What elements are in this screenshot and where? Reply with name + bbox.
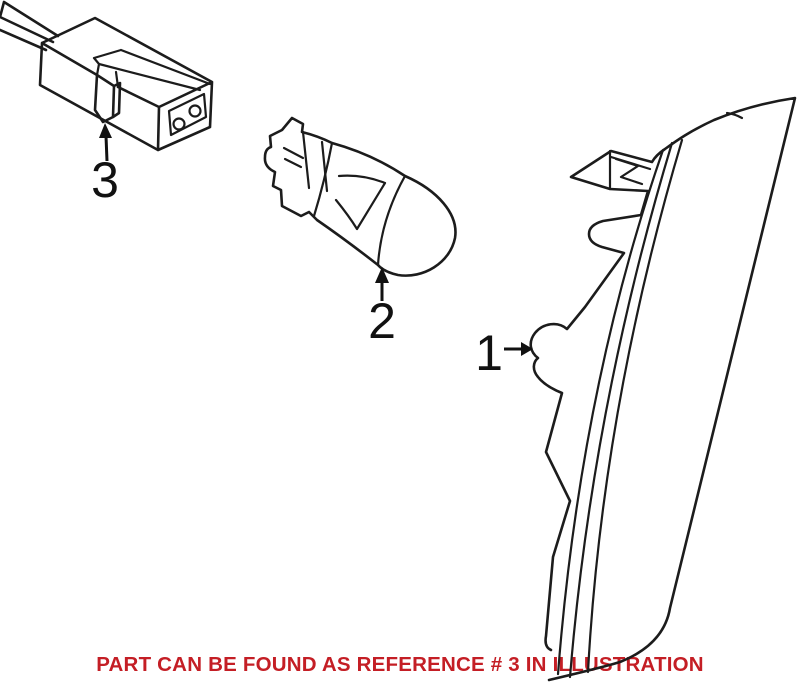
- callout-3: 3: [91, 123, 119, 208]
- lamp-assembly-drawing: [529, 96, 797, 682]
- callout-3-arrowhead: [99, 123, 112, 138]
- terminal-hole: [172, 117, 186, 131]
- callout-1: 1: [475, 325, 533, 381]
- wire-ribbon: [0, 0, 60, 52]
- terminal-face: [167, 92, 208, 137]
- callout-2: 2: [368, 267, 396, 349]
- callout-label-1: 1: [475, 325, 503, 381]
- connector-latch-tab: [93, 73, 122, 124]
- callout-label-2: 2: [368, 293, 396, 349]
- connector-body: [38, 16, 214, 152]
- bulb-outline: [263, 116, 457, 277]
- bulb-neck-line: [312, 141, 334, 218]
- bulb-drawing: [263, 116, 457, 277]
- bulb-filament-reflection: [334, 174, 387, 231]
- terminal-inset: [167, 92, 208, 137]
- lamp-lens-creases: [556, 138, 684, 679]
- connector-drawing: [0, 0, 214, 152]
- reference-notice: PART CAN BE FOUND AS REFERENCE # 3 IN IL…: [96, 653, 704, 676]
- callout-2-arrowhead: [375, 267, 389, 283]
- lamp-mounting-bracket-hatching: [608, 149, 652, 191]
- callout-3-arrow: [104, 135, 109, 162]
- bulb-dome-line: [376, 174, 407, 267]
- bulb-base-facets: [282, 130, 329, 193]
- connector-latch-slot: [92, 48, 212, 92]
- terminal-hole: [188, 104, 202, 118]
- callout-label-3: 3: [91, 152, 119, 208]
- lamp-top-tick: [725, 111, 744, 120]
- callout-1-arrowhead: [521, 342, 533, 356]
- lamp-outline: [529, 96, 797, 682]
